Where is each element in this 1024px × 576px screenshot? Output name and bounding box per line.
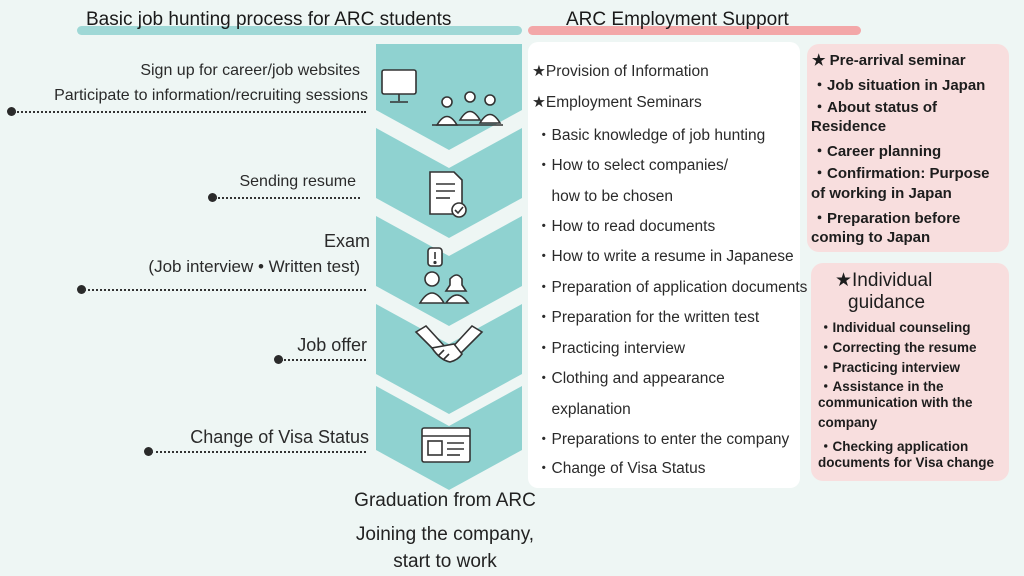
pre-arrival-title: ★ Pre-arrival seminar [812,52,966,69]
support-item: how to be chosen [536,188,674,205]
support-item: ・Preparation for the written test [536,309,760,326]
pre-arrival-item: ・Preparation before [812,210,961,227]
joining-text-line-1: Joining the company, [355,524,535,545]
step-2-label: Sending resume [239,173,356,190]
support-item: ・How to read documents [536,218,716,235]
support-item: ・Change of Visa Status [536,460,706,477]
computer-and-people-icon [381,69,503,126]
step-4-leader [281,359,366,361]
individual-guidance-item: ・Correcting the resume [819,340,977,355]
step-3-dot [77,285,86,294]
interview-icon [418,247,470,304]
support-item: ・How to select companies/ [536,157,729,174]
pre-arrival-item: ・About status of [812,99,937,116]
individual-guidance-item: communication with the [818,395,973,410]
step-1-line-1: Sign up for career/job websites [140,62,360,79]
individual-guidance-item: company [818,415,878,430]
process-arrow-3 [376,216,522,326]
pre-arrival-item: Residence [811,118,887,135]
right-header-title: ARC Employment Support [566,9,789,30]
left-header-underline [77,26,522,35]
step-3-leader [84,289,366,291]
individual-guidance-item: documents for Visa change [818,455,995,470]
individual-guidance-item: ・Checking application [819,439,969,454]
pre-arrival-item: of working in Japan [811,185,952,202]
pre-arrival-seminar-box: ★ Pre-arrival seminar ・Job situation in … [807,44,1009,252]
step-3-line-2: (Job interview • Written test) [148,257,360,276]
step-5-label: Change of Visa Status [190,427,369,447]
handshake-icon [414,324,484,363]
individual-guidance-box: ★Individual guidance ・Individual counsel… [811,263,1009,481]
employment-support-panel: ★Provision of Information ★Employment Se… [528,42,807,488]
support-item: ・Preparation of application documents [536,279,808,296]
individual-guidance-title: guidance [848,292,926,313]
pre-arrival-item: ・Confirmation: Purpose [812,165,990,182]
support-item: ・Basic knowledge of job hunting [536,127,766,144]
support-item: ★Employment Seminars [532,94,702,111]
document-check-icon [429,171,467,218]
graduation-text: Graduation from ARC [354,490,536,511]
support-item: ・How to write a resume in Japanese [536,248,794,265]
step-4-label: Job offer [297,335,367,355]
support-item: explanation [536,401,631,418]
step-1-dot [7,107,16,116]
step-4-dot [274,355,283,364]
left-header-title: Basic job hunting process for ARC studen… [86,9,452,30]
pre-arrival-item: ・Job situation in Japan [812,77,986,94]
step-1-line-2: Participate to information/recruiting se… [54,87,368,104]
card-icon [421,427,471,463]
step-5-dot [144,447,153,456]
joining-text-line-2: start to work [393,551,497,572]
support-item: ・Preparations to enter the company [536,431,790,448]
pre-arrival-item: ・Career planning [812,143,942,160]
individual-guidance-title: ★Individual [835,270,933,291]
support-item: ★Provision of Information [532,63,709,80]
support-item: ・Clothing and appearance [536,370,725,387]
pre-arrival-item: coming to Japan [811,229,931,246]
step-2-leader [215,197,360,199]
support-item: ・Practicing interview [536,340,686,357]
step-5-leader [151,451,366,453]
individual-guidance-item: ・Practicing interview [819,360,961,375]
step-1-leader [14,111,366,113]
step-3-line-1: Exam [323,231,370,251]
right-header-underline [528,26,861,35]
individual-guidance-item: ・Individual counseling [819,320,971,335]
step-2-dot [208,193,217,202]
individual-guidance-item: ・Assistance in the [819,379,944,394]
